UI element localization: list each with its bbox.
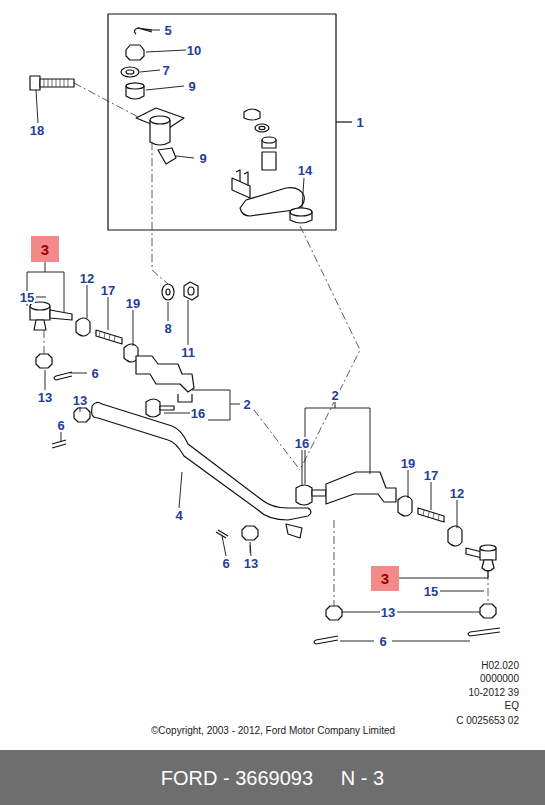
copyright-note: ©Copyright, 2003 - 2012, Ford Motor Comp… (151, 726, 395, 736)
callout-number: 17 (100, 284, 116, 297)
node-text: 3 (381, 571, 389, 586)
callout-number: 16 (190, 407, 206, 420)
drawing-code: H02.020 (481, 661, 519, 671)
callout-number: 6 (56, 419, 65, 432)
callout-box: 3 (31, 236, 59, 262)
kit-frame (108, 14, 336, 230)
callout-number: 12 (449, 487, 465, 500)
callout-number: 10 (186, 44, 202, 57)
drawing-code: EQ (505, 701, 519, 711)
drawing-code: 0000000 (480, 674, 519, 684)
callout-number: 2 (330, 389, 339, 402)
callout-number: 13 (380, 606, 396, 619)
callout-number: 6 (378, 635, 387, 648)
node-text: 3 (41, 242, 49, 257)
callout-number: 12 (79, 272, 95, 285)
callout-number: 1 (355, 116, 364, 129)
callout-number: 19 (125, 297, 141, 310)
callout-number: 19 (400, 457, 416, 470)
callout-number: 9 (187, 80, 196, 93)
callout-number: 11 (180, 346, 196, 359)
callout-number: 7 (161, 64, 170, 77)
callout-number: 17 (423, 469, 439, 482)
callout-number: 8 (163, 322, 172, 335)
callout-number: 9 (198, 152, 207, 165)
callout-number: 14 (297, 164, 313, 177)
footer-band: FORD - 3669093 N - 3 (0, 750, 545, 805)
callout-number: 13 (72, 394, 88, 407)
callout-number: 16 (294, 437, 310, 450)
callout-number: 15 (19, 291, 35, 304)
drawing-code: 10-2012 39 (468, 688, 519, 698)
callout-number: 4 (174, 509, 183, 522)
callout-number: 2 (242, 398, 251, 411)
callout-number: 6 (90, 367, 99, 380)
callout-box: 3 (371, 566, 399, 591)
callout-number: 13 (37, 391, 53, 404)
drawing-code: C 0025653 02 (456, 716, 519, 726)
node-text: FORD - 3669093 N - 3 (161, 768, 384, 788)
callout-number: 5 (163, 24, 172, 37)
callout-number: 15 (423, 585, 439, 598)
callout-number: 13 (243, 557, 259, 570)
callout-number: 6 (221, 557, 230, 570)
callout-number: 18 (29, 124, 45, 137)
